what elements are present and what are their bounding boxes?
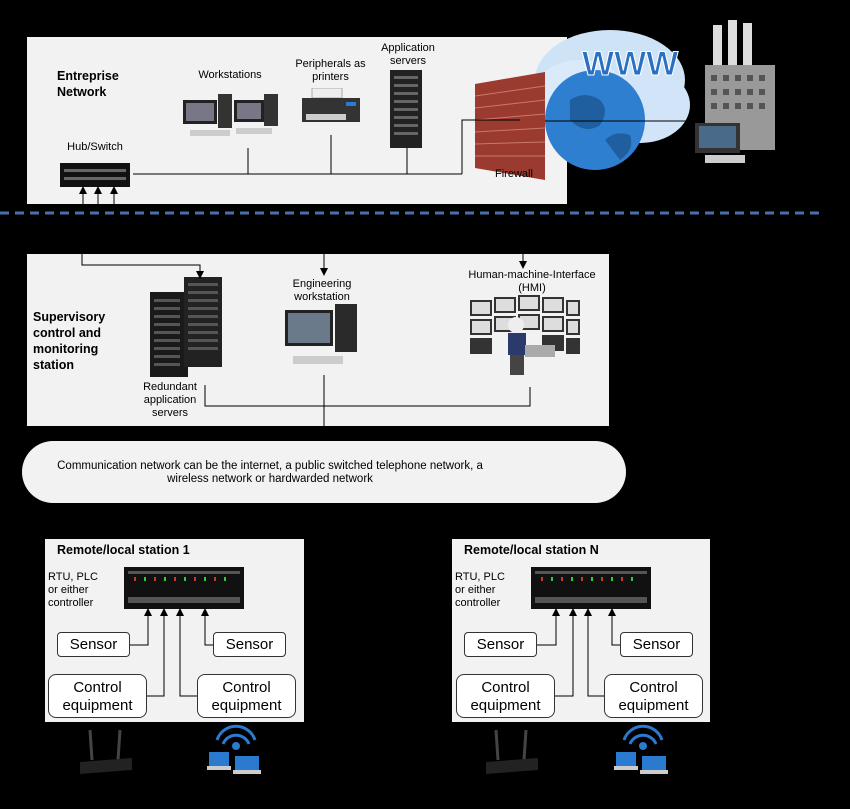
station1-rtu-label: RTU, PLC or either controller (48, 571, 118, 610)
redundant-servers-label-line3: servers (151, 407, 189, 419)
stationN-control-left-line2: equipment (470, 697, 541, 714)
printer-icon (302, 88, 360, 122)
supervisory-title-line4: station (33, 358, 74, 372)
station1-router-icon (80, 729, 132, 774)
stationN-rtu-label: RTU, PLC or either controller (455, 571, 525, 610)
peripherals-label-line2: printers (312, 71, 349, 83)
redundant-servers-label-line1: Redundant (143, 381, 197, 393)
station1-control-right-line1: Control (222, 679, 271, 696)
station1-control-right: Control equipment (197, 674, 296, 718)
redundant-servers-label-line2: application (143, 394, 197, 406)
stationN-rtu-label-line1: RTU, PLC (455, 571, 505, 583)
application-server-icon (390, 70, 422, 148)
stationN-rtu-label-line3: controller (455, 597, 501, 609)
application-servers-label-line1: Application (381, 42, 435, 54)
stationN-router-icon (486, 729, 538, 774)
stationN-title: Remote/local station N (464, 543, 599, 557)
engineering-workstation-label-line1: Engineering (292, 278, 352, 290)
enterprise-title-line1: Entreprise (57, 69, 119, 83)
firewall-label: Firewall (495, 168, 533, 180)
engineering-workstation-label: Engineering workstation (277, 278, 367, 304)
stationN-wireless-laptops-icon (614, 724, 668, 774)
station1-sensor-left: Sensor (57, 632, 130, 657)
communication-network-bubble (22, 441, 626, 503)
stationN-sensor-left: Sensor (464, 632, 537, 657)
station1-wireless-laptops-icon (207, 724, 261, 774)
redundant-servers-icon (150, 277, 222, 377)
stationN-rtu-plc-icon (531, 567, 651, 609)
engineering-workstation-label-line2: workstation (294, 291, 350, 303)
workstations-label: Workstations (198, 69, 262, 81)
supervisory-title-line1: Supervisory (33, 310, 106, 324)
hub-switch-label: Hub/Switch (67, 141, 123, 153)
station1-rtu-plc-icon (124, 567, 244, 609)
stationN-control-right: Control equipment (604, 674, 703, 718)
stationN-control-left: Control equipment (456, 674, 555, 718)
stationN-sensor-right: Sensor (620, 632, 693, 657)
firewall-icon (475, 72, 545, 180)
stationN-control-left-line1: Control (481, 679, 530, 696)
station1-control-left-line1: Control (73, 679, 122, 696)
station1-title: Remote/local station 1 (57, 543, 190, 557)
communication-network-line2: wireless network or hardwarded network (167, 473, 373, 485)
hmi-icon (470, 295, 580, 375)
internet-cloud-icon: WWW (530, 30, 690, 170)
supervisory-title-line3: monitoring (33, 342, 99, 356)
station1-control-left-line2: equipment (62, 697, 133, 714)
supervisory-title: Supervisory control and monitoring stati… (33, 309, 143, 373)
peripherals-label-line1: Peripherals as (295, 58, 366, 70)
station1-rtu-label-line3: controller (48, 597, 94, 609)
communication-network-text: Communication network can be the interne… (30, 460, 510, 486)
enterprise-title: Entreprise Network (57, 68, 157, 100)
station1-rtu-label-line2: or either (48, 584, 89, 596)
station1-control-left: Control equipment (48, 674, 147, 718)
stationN-control-right-line2: equipment (618, 697, 689, 714)
redundant-servers-label: Redundant application servers (125, 381, 215, 420)
www-label: WWW (582, 45, 679, 83)
station1-control-right-line2: equipment (211, 697, 282, 714)
hmi-label-line2: (HMI) (518, 282, 546, 294)
station1-sensor-right: Sensor (213, 632, 286, 657)
application-servers-label: Application servers (368, 42, 448, 68)
supervisory-title-line2: control and (33, 326, 102, 340)
enterprise-title-line2: Network (57, 85, 107, 99)
station1-rtu-label-line1: RTU, PLC (48, 571, 98, 583)
factory-icon (695, 20, 775, 163)
hmi-label-line1: Human-machine-Interface (468, 269, 596, 281)
hub-switch-icon (60, 163, 130, 187)
workstations-icon (183, 94, 278, 136)
hmi-label: Human-machine-Interface (HMI) (452, 269, 612, 295)
stationN-rtu-label-line2: or either (455, 584, 496, 596)
stationN-control-right-line1: Control (629, 679, 678, 696)
peripherals-label: Peripherals as printers (283, 58, 378, 84)
communication-network-line1: Communication network can be the interne… (57, 460, 483, 472)
engineering-workstation-icon (285, 304, 357, 364)
application-servers-label-line2: servers (389, 55, 427, 67)
